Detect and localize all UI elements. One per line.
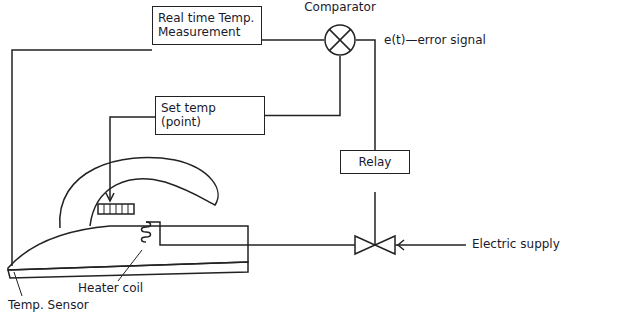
setpoint-arrow (106, 193, 114, 201)
heater-coil-symbol (142, 222, 151, 242)
heater-wire (146, 222, 248, 245)
node-text: Real time Temp. Measurement (158, 11, 256, 40)
measurement-box: Real time Temp. Measurement (152, 6, 262, 45)
comparator-circle: Comparator (295, 0, 385, 60)
comparator-symbol (324, 24, 356, 56)
temp-dial (98, 204, 134, 214)
dial-marks (104, 204, 128, 214)
annotation-label: Electric supply (470, 237, 562, 251)
connector-line (356, 40, 375, 150)
switch-symbol (375, 236, 395, 254)
annotation-label: Temp. Sensor (6, 298, 91, 312)
iron-handle (60, 158, 218, 228)
connector-line (262, 40, 324, 41)
setpoint-wire (110, 117, 155, 200)
relay-box: Relay (340, 150, 410, 174)
annotation-label: Heater coil (76, 281, 145, 295)
node-text: Relay (346, 155, 404, 169)
sole-plate (8, 262, 248, 278)
relay-wire (374, 192, 376, 245)
node-text: Set temp (point) (161, 101, 259, 130)
switch-symbol (355, 236, 375, 254)
supply-wire (395, 244, 466, 246)
supply-wire (248, 244, 355, 246)
node-text: Comparator (295, 0, 385, 14)
leader-line (118, 250, 142, 281)
annotation-label: e(t)—error signal (382, 33, 488, 47)
leader-line (14, 272, 22, 296)
supply-arrow (398, 240, 404, 250)
setpoint-box: Set temp (point) (155, 96, 265, 135)
connector-line (265, 56, 340, 115)
